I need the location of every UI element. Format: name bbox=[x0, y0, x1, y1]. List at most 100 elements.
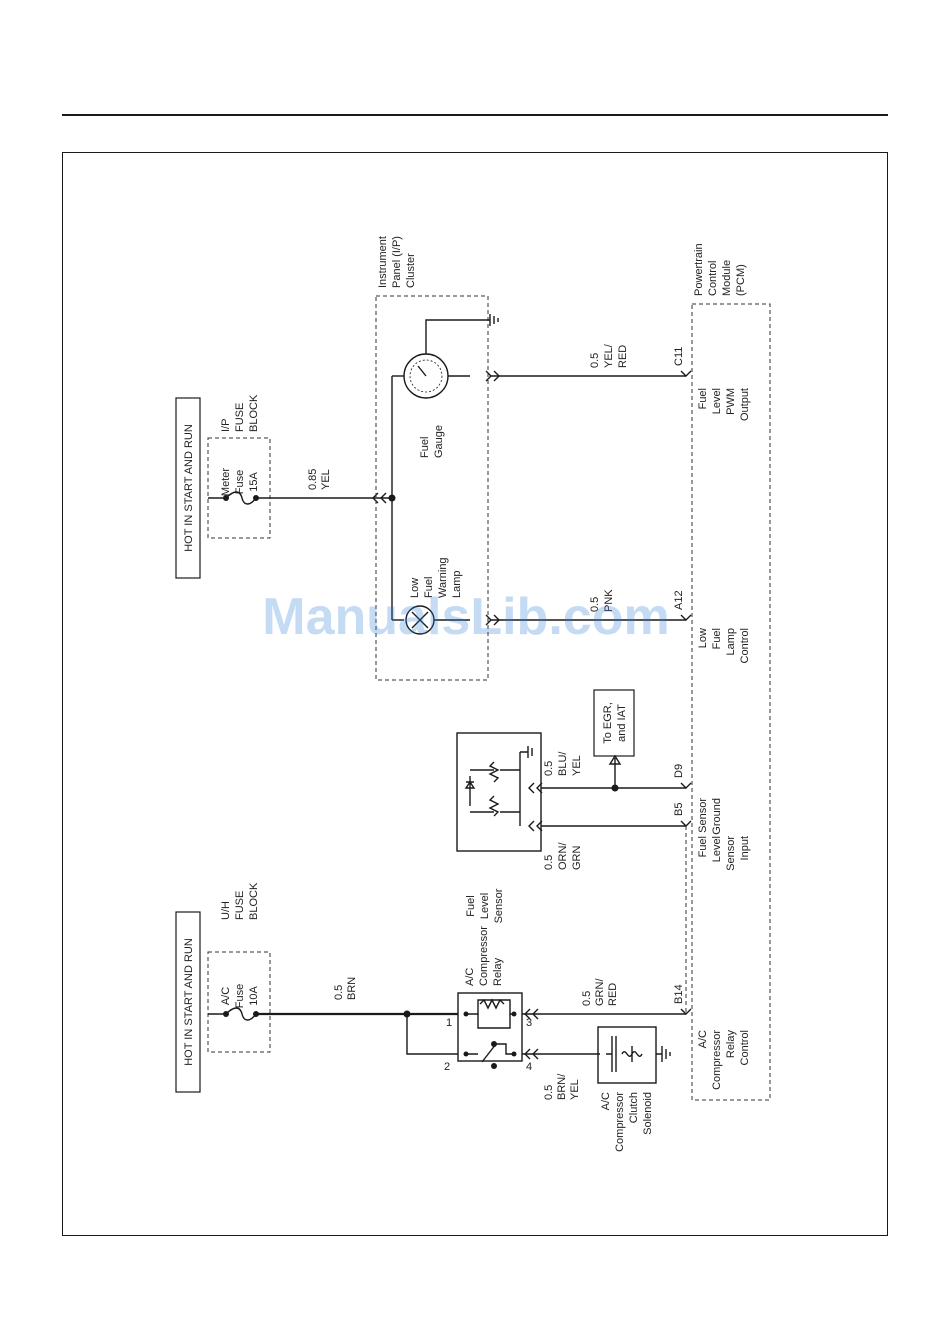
svg-text:0.5: 0.5 bbox=[333, 985, 345, 1000]
svg-text:BLOCK: BLOCK bbox=[248, 882, 260, 920]
svg-text:0.5: 0.5 bbox=[543, 855, 555, 870]
svg-text:PNK: PNK bbox=[603, 589, 615, 612]
hot-label-right: HOT IN START AND RUN bbox=[183, 424, 195, 552]
svg-text:(PCM): (PCM) bbox=[735, 264, 747, 296]
svg-text:Output: Output bbox=[739, 388, 751, 421]
svg-text:Warning: Warning bbox=[437, 557, 449, 598]
svg-text:Panel (I/P): Panel (I/P) bbox=[391, 236, 403, 288]
ac-fuse-label: A/C bbox=[220, 987, 232, 1005]
hot-label-left: HOT IN START AND RUN bbox=[183, 938, 195, 1066]
ac-clutch-solenoid: A/C Compressor Clutch Solenoid bbox=[597, 1026, 671, 1152]
svg-text:Relay: Relay bbox=[492, 957, 504, 986]
svg-text:0.5: 0.5 bbox=[589, 597, 601, 612]
svg-text:A12: A12 bbox=[673, 590, 685, 610]
svg-text:and IAT: and IAT bbox=[616, 704, 628, 742]
svg-text:Sensor: Sensor bbox=[725, 836, 737, 871]
instrument-panel-cluster: Instrument Panel (I/P) Cluster Fuel Gaug… bbox=[375, 236, 499, 681]
svg-text:Level: Level bbox=[711, 388, 723, 414]
svg-text:0.5: 0.5 bbox=[589, 353, 601, 368]
svg-text:Level: Level bbox=[479, 893, 491, 919]
svg-text:0.5: 0.5 bbox=[543, 1085, 555, 1100]
svg-text:Compressor: Compressor bbox=[478, 926, 490, 986]
svg-text:B14: B14 bbox=[673, 984, 685, 1004]
meter-fuse-label: Meter bbox=[220, 468, 232, 496]
svg-text:D9: D9 bbox=[673, 764, 685, 778]
relay-pin-2: 2 bbox=[444, 1061, 450, 1073]
svg-text:Clutch: Clutch bbox=[628, 1092, 640, 1123]
svg-text:C11: C11 bbox=[673, 347, 685, 366]
svg-text:0.85: 0.85 bbox=[307, 469, 319, 490]
pcm-module: Powertrain Control Module (PCM) C11 Fuel… bbox=[673, 243, 771, 1101]
svg-text:Gauge: Gauge bbox=[433, 425, 445, 458]
svg-text:Lamp: Lamp bbox=[725, 628, 737, 656]
relay-pin-3: 3 bbox=[526, 1017, 532, 1029]
svg-text:BLOCK: BLOCK bbox=[248, 394, 260, 432]
svg-text:I/P: I/P bbox=[220, 419, 232, 432]
svg-text:PWM: PWM bbox=[725, 388, 737, 415]
svg-text:GRN: GRN bbox=[571, 846, 583, 871]
svg-text:A/C: A/C bbox=[600, 1092, 612, 1110]
svg-text:Compressor: Compressor bbox=[614, 1092, 626, 1152]
diagram-frame bbox=[62, 152, 888, 1236]
svg-text:A/C: A/C bbox=[697, 1030, 709, 1048]
svg-text:RED: RED bbox=[617, 345, 629, 368]
svg-text:0.5: 0.5 bbox=[543, 761, 555, 776]
svg-text:YEL: YEL bbox=[571, 755, 583, 776]
svg-text:15A: 15A bbox=[248, 472, 260, 492]
svg-text:Fuel: Fuel bbox=[423, 577, 435, 598]
svg-text:Level: Level bbox=[711, 836, 723, 862]
svg-text:YEL/: YEL/ bbox=[603, 343, 615, 368]
svg-text:B5: B5 bbox=[673, 803, 685, 816]
svg-text:Sensor: Sensor bbox=[493, 888, 505, 923]
svg-text:Control: Control bbox=[739, 628, 751, 663]
svg-text:To EGR,: To EGR, bbox=[602, 702, 614, 744]
fuel-level-sensor: Fuel Level Sensor bbox=[456, 732, 542, 923]
svg-text:Fuse: Fuse bbox=[234, 984, 246, 1008]
svg-text:Fuel: Fuel bbox=[419, 437, 431, 458]
svg-text:BRN/: BRN/ bbox=[556, 1073, 568, 1100]
svg-text:GRN/: GRN/ bbox=[594, 978, 606, 1006]
svg-text:Instrument: Instrument bbox=[377, 236, 389, 288]
relay-pin-4: 4 bbox=[526, 1061, 532, 1073]
header-rule bbox=[62, 114, 888, 116]
svg-text:BLU/: BLU/ bbox=[557, 751, 569, 776]
svg-text:Compressor: Compressor bbox=[711, 1030, 723, 1090]
svg-text:Sensor: Sensor bbox=[697, 798, 709, 833]
svg-text:FUSE: FUSE bbox=[234, 403, 246, 432]
svg-text:Low: Low bbox=[697, 628, 709, 648]
ip-fuse-block: HOT IN START AND RUN I/P FUSE BLOCK Mete… bbox=[175, 394, 271, 579]
svg-text:Powertrain: Powertrain bbox=[693, 243, 705, 296]
svg-text:U/H: U/H bbox=[220, 901, 232, 920]
svg-text:Low: Low bbox=[409, 578, 421, 598]
svg-text:Cluster: Cluster bbox=[405, 253, 417, 288]
svg-text:Fuel: Fuel bbox=[465, 895, 477, 916]
svg-text:Module: Module bbox=[721, 260, 733, 296]
svg-text:YEL: YEL bbox=[569, 1079, 581, 1100]
svg-text:Control: Control bbox=[707, 261, 719, 296]
relay-pin-1: 1 bbox=[446, 1017, 452, 1029]
ac-compressor-relay: A/C Compressor Relay 1 2 3 4 bbox=[444, 926, 532, 1073]
svg-text:Fuel: Fuel bbox=[711, 628, 723, 649]
svg-text:YEL: YEL bbox=[320, 469, 332, 490]
svg-text:Fuel: Fuel bbox=[697, 836, 709, 857]
svg-text:Fuel: Fuel bbox=[697, 388, 709, 409]
svg-text:0.5: 0.5 bbox=[581, 991, 593, 1006]
to-egr-iat-box: To EGR, and IAT bbox=[593, 689, 635, 757]
svg-text:Lamp: Lamp bbox=[451, 570, 463, 598]
svg-text:FUSE: FUSE bbox=[234, 891, 246, 920]
svg-text:ORN/: ORN/ bbox=[557, 842, 569, 870]
svg-text:A/C: A/C bbox=[464, 968, 476, 986]
svg-text:Relay: Relay bbox=[725, 1030, 737, 1059]
svg-text:Input: Input bbox=[739, 836, 751, 860]
svg-text:Control: Control bbox=[739, 1030, 751, 1065]
svg-text:Solenoid: Solenoid bbox=[642, 1092, 654, 1135]
svg-text:BRN: BRN bbox=[346, 977, 358, 1000]
svg-text:RED: RED bbox=[607, 983, 619, 1006]
uh-fuse-block: HOT IN START AND RUN U/H FUSE BLOCK A/C … bbox=[175, 882, 271, 1093]
svg-text:Ground: Ground bbox=[711, 798, 723, 835]
svg-text:Fuse: Fuse bbox=[234, 470, 246, 494]
watermark: ManualsLib.com bbox=[262, 588, 669, 646]
svg-text:10A: 10A bbox=[248, 986, 260, 1006]
